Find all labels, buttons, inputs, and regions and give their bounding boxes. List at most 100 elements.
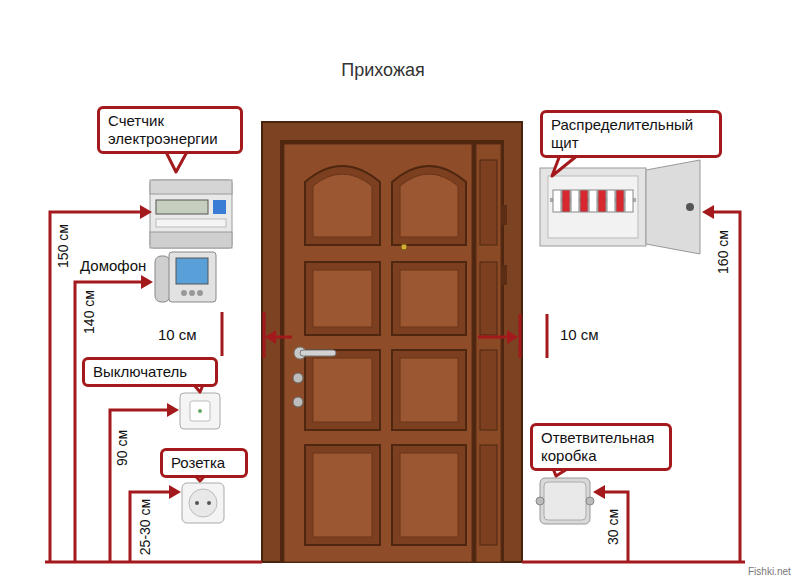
entrance-door <box>262 122 522 562</box>
callout-tail <box>165 150 578 481</box>
callout-box: Счетчик электроэнергии <box>97 106 243 154</box>
entrance-door <box>313 174 372 237</box>
power-socket <box>182 483 224 523</box>
distribution-panel <box>580 190 588 212</box>
entrance-door <box>501 205 507 225</box>
junction-box <box>536 478 594 524</box>
callout-text: Розетка <box>171 454 237 472</box>
entrance-door <box>300 350 336 356</box>
entrance-door <box>400 174 458 237</box>
entrance-door <box>293 397 303 407</box>
watermark: Fishki.net <box>748 566 791 577</box>
intercom-unit <box>169 252 216 302</box>
entrance-door <box>501 265 507 285</box>
dimension-label: 90 см <box>114 430 130 466</box>
arrow-head <box>702 205 714 219</box>
dimension-line <box>110 410 170 562</box>
electricity-meter <box>150 180 232 248</box>
entrance-door <box>392 350 466 430</box>
callout-tail <box>552 155 578 176</box>
entrance-door <box>480 262 497 335</box>
electricity-meter <box>150 180 232 248</box>
dimension-label: 150 см <box>55 224 72 268</box>
junction-box <box>540 478 590 524</box>
distribution-panel <box>562 190 570 212</box>
electricity-meter <box>150 232 232 248</box>
light-switch <box>198 409 202 413</box>
arrow-head <box>141 275 153 289</box>
dimension-line <box>602 492 628 562</box>
electricity-meter <box>156 219 226 227</box>
callout-text: Распределительный щит <box>551 116 711 152</box>
dimension-line <box>130 492 172 562</box>
distribution-panel <box>625 190 633 212</box>
intercom-unit <box>189 290 195 296</box>
watermark: Fishki.net <box>748 566 791 578</box>
entrance-door <box>480 445 497 545</box>
callout-text: Выключатель <box>93 363 207 381</box>
device-label: Домофон <box>80 257 146 274</box>
dimension-line <box>45 212 745 562</box>
dimension-label: 160 см <box>715 230 731 274</box>
entrance-door <box>262 122 522 562</box>
dimension-line <box>221 312 224 356</box>
arrow-head <box>140 205 714 499</box>
dimension-label: 10 см <box>560 326 599 344</box>
entrance-door <box>280 140 504 562</box>
dimension-label: 90 см <box>114 430 131 466</box>
callout-text: Счетчик электроэнергии <box>108 112 232 148</box>
entrance-door <box>400 453 458 537</box>
entrance-door <box>392 166 466 245</box>
distribution-panel <box>646 160 700 254</box>
dimension-label: 30 см <box>605 509 622 545</box>
entrance-door <box>305 350 380 430</box>
light-switch <box>180 393 220 429</box>
callout-text: Ответвительная коробка <box>541 429 661 465</box>
entrance-door <box>480 350 497 430</box>
dimension-label: 25-30 см <box>137 499 154 555</box>
entrance-door <box>401 244 407 250</box>
dimension-line <box>711 212 740 562</box>
distribution-panel <box>589 190 597 212</box>
intercom-unit <box>181 290 187 296</box>
electricity-meter <box>156 200 208 214</box>
entrance-door <box>313 270 372 327</box>
distribution-panel <box>553 190 561 212</box>
dimension-label: 140 см <box>81 290 97 334</box>
dimension-label: 10 см <box>560 326 599 343</box>
distribution-panel <box>686 203 694 211</box>
entrance-door <box>480 160 497 245</box>
dimension-line <box>263 312 266 358</box>
power-socket <box>189 489 217 517</box>
dimension-line <box>546 314 549 358</box>
electricity-meter <box>150 180 232 194</box>
dimension-label: 150 см <box>55 224 71 268</box>
distribution-panel <box>598 190 606 212</box>
arrow-head <box>140 205 152 219</box>
entrance-door <box>305 166 380 245</box>
power-socket <box>195 501 199 505</box>
distribution-panel <box>548 176 638 238</box>
dimension-line <box>519 314 522 358</box>
dimension-label: 160 см <box>715 230 732 274</box>
device-label: Домофон <box>80 257 146 275</box>
entrance-door <box>313 358 372 422</box>
dimension-line <box>522 561 745 564</box>
arrow-head <box>167 403 179 417</box>
entrance-door <box>284 144 472 562</box>
distribution-panel <box>607 190 615 212</box>
entrance-door <box>313 453 372 537</box>
entrance-door <box>293 373 303 383</box>
electricity-meter <box>213 200 226 214</box>
entrance-door <box>400 358 458 422</box>
power-socket <box>207 501 211 505</box>
entrance-door <box>400 270 458 327</box>
light-switch <box>190 401 210 421</box>
power-socket <box>182 483 224 523</box>
callout-box: Розетка <box>160 448 248 478</box>
entrance-door <box>305 445 380 545</box>
entrance-door <box>305 262 380 335</box>
